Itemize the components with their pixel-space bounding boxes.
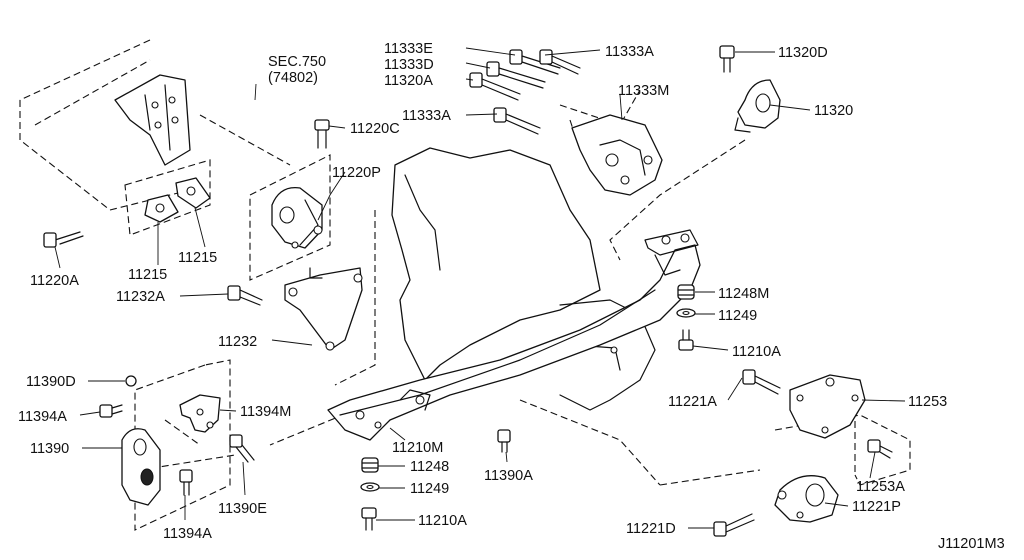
bracket-11394m [179, 394, 221, 433]
insulator-11320 [734, 79, 781, 133]
spacer-plate-right [175, 177, 211, 209]
label-11390e: 11390E [218, 501, 267, 517]
leader-lines [54, 47, 906, 529]
label-11215-right: 11215 [178, 250, 217, 266]
label-11394a-upper: 11394A [18, 409, 67, 425]
label-11253a: 11253A [856, 479, 905, 495]
bracket-11253 [789, 374, 866, 439]
label-11333a-top: 11333A [605, 44, 654, 60]
insulator-11221p [774, 475, 839, 523]
bolt-11221a [742, 369, 781, 395]
label-11320d: 11320D [778, 45, 828, 61]
bolt-11210a-right [678, 329, 694, 351]
label-11390d: 11390D [26, 374, 76, 390]
bolt-11221d [713, 513, 755, 537]
bolts-11333 [469, 49, 581, 135]
label-11390: 11390 [30, 441, 69, 457]
label-11210a-right: 11210A [732, 344, 781, 360]
bolt-11394a-upper [99, 404, 123, 418]
washer-11249-left [360, 482, 380, 492]
label-11220p: 11220P [332, 165, 381, 181]
label-11333d: 11333D [384, 57, 434, 73]
label-11221d: 11221D [626, 521, 676, 537]
insulator-11390 [121, 428, 161, 506]
body-panel-bracket [114, 74, 191, 166]
label-11220c: 11220C [350, 121, 400, 137]
bracket-11333m [571, 114, 663, 196]
label-11221a: 11221A [668, 394, 717, 410]
bolt-11253a [867, 439, 893, 459]
diagram-id: J11201M3 [938, 536, 1005, 552]
bolt-11390a [497, 429, 511, 453]
label-11333a-mid: 11333A [402, 108, 451, 124]
part-labels: SEC.750 (74802) 11333E 11333D 11320A 113… [18, 41, 1005, 552]
label-11249-left: 11249 [410, 481, 449, 497]
label-11232: 11232 [218, 334, 257, 350]
bolt-11220a [43, 231, 84, 248]
label-11394a-lower: 11394A [163, 526, 212, 542]
label-11215-left: 11215 [128, 267, 167, 283]
stopper-11248 [361, 457, 379, 473]
bolt-11394a-lower [179, 469, 193, 496]
bolt-11320d [719, 45, 735, 73]
label-11394m: 11394M [240, 404, 291, 420]
sec-label-line2: (74802) [268, 70, 318, 86]
label-11232a: 11232A [116, 289, 165, 305]
label-11253: 11253 [908, 394, 947, 410]
label-11210a-left: 11210A [418, 513, 467, 529]
label-11220a: 11220A [30, 273, 79, 289]
label-11390a: 11390A [484, 468, 533, 484]
label-11320a: 11320A [384, 73, 433, 89]
label-11320: 11320 [814, 103, 853, 119]
label-11248m: 11248M [718, 286, 769, 302]
label-11249-right: 11249 [718, 308, 757, 324]
center-member [327, 229, 701, 441]
sec-label-line1: SEC.750 [268, 54, 326, 70]
label-11333e: 11333E [384, 41, 433, 57]
washer-11249-right [676, 308, 696, 318]
label-11210m: 11210M [392, 440, 443, 456]
stopper-11248m [677, 284, 695, 300]
label-11333m: 11333M [618, 83, 669, 99]
label-11221p: 11221P [852, 499, 901, 515]
label-11248: 11248 [410, 459, 449, 475]
nut-11390d [125, 375, 137, 387]
bracket-11232 [284, 267, 363, 351]
bolt-11220c [314, 119, 330, 149]
bolt-11210a-left [361, 507, 377, 531]
bolt-11390e [229, 434, 255, 463]
bolt-11232a [227, 285, 263, 306]
insulator-11220p [271, 186, 323, 249]
spacer-plate-left [144, 194, 179, 223]
